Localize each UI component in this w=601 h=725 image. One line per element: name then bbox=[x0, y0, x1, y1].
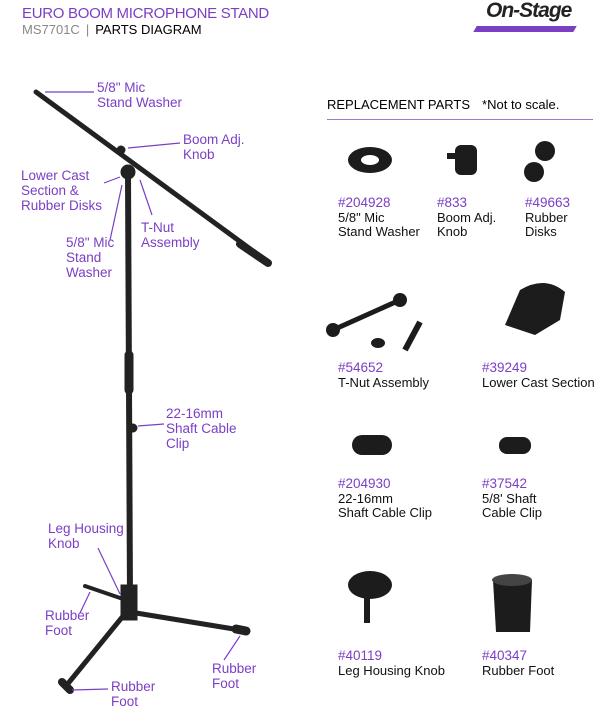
separator: | bbox=[85, 22, 90, 37]
scale-note: *Not to scale. bbox=[482, 97, 560, 112]
diagram-label: PARTS DIAGRAM bbox=[95, 22, 202, 37]
cable-clip-image bbox=[352, 435, 392, 455]
model-number: MS7701C bbox=[22, 22, 80, 37]
boom-arm bbox=[33, 89, 271, 265]
replacement-heading: REPLACEMENT PARTS*Not to scale. bbox=[327, 97, 560, 112]
brand-logo: On-Stage bbox=[470, 0, 580, 34]
divider bbox=[327, 119, 593, 120]
leg bbox=[63, 607, 131, 689]
lower-cast-image bbox=[505, 282, 565, 335]
page-title: EURO BOOM MICROPHONE STAND bbox=[22, 5, 269, 22]
leg-knob-image bbox=[348, 571, 392, 599]
disk-image bbox=[535, 141, 555, 161]
subtitle: MS7701C | PARTS DIAGRAM bbox=[22, 22, 202, 37]
rubber-foot-image bbox=[493, 580, 532, 632]
callout-boom-knob: Boom Adj.Knob bbox=[183, 132, 245, 162]
knob-image bbox=[455, 145, 477, 175]
